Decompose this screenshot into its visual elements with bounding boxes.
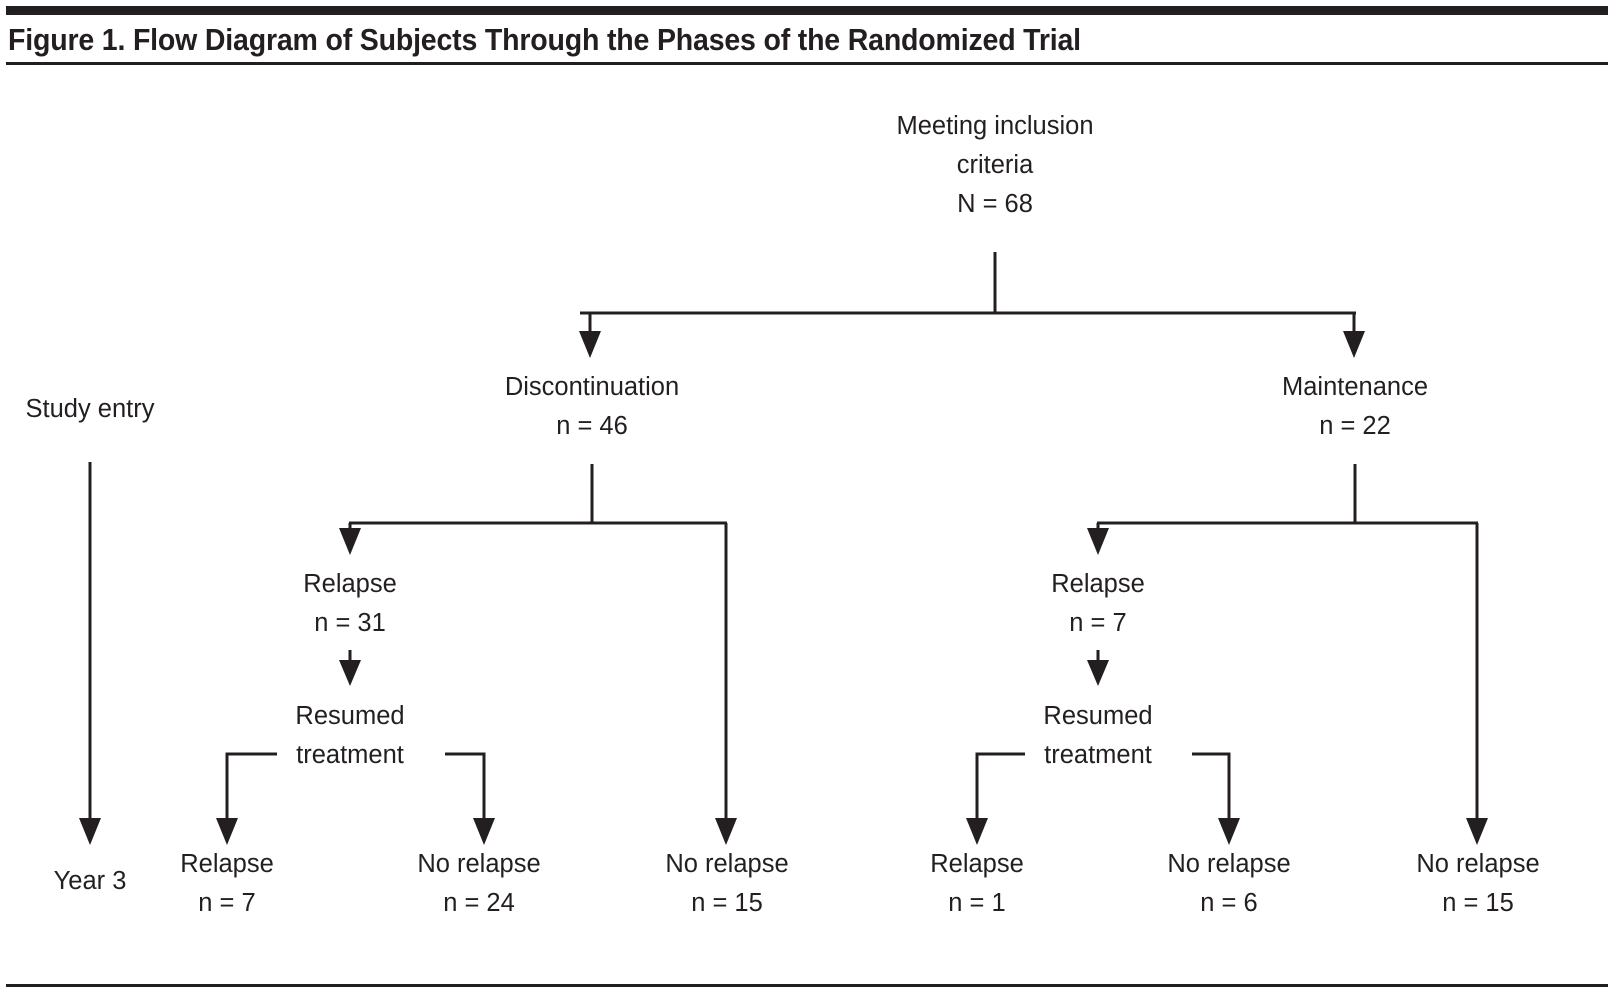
edge-maint-relapse-to-resumed xyxy=(1087,650,1109,686)
node-outcome-1: Relapse n = 7 xyxy=(180,850,274,917)
timeline-top-label: Study entry xyxy=(26,395,155,423)
node-outcome-4: Relapse n = 1 xyxy=(930,850,1024,917)
edge-disc-resumed-right-bracket xyxy=(445,752,486,818)
outcome-row: Relapse n = 7 No relapse n = 24 No relap… xyxy=(180,850,1539,917)
edge-disc-resumed-left-bracket xyxy=(225,752,277,818)
figure-title: Figure 1. Flow Diagram of Subjects Throu… xyxy=(8,22,1081,57)
edge-maint-resumed-left-bracket xyxy=(975,752,1025,818)
node-out5-line1: No relapse xyxy=(1167,850,1290,878)
edge-maint-split xyxy=(1087,464,1488,845)
node-out2-line1: No relapse xyxy=(417,850,540,878)
node-maint-resumed: Resumed treatment xyxy=(1043,702,1152,769)
node-disc-relapse: Relapse n = 31 xyxy=(303,570,397,637)
edge-maint-to-relapse-arrowhead xyxy=(1087,528,1109,555)
top-rule xyxy=(6,6,1608,15)
edge-disc-to-relapse-arrowhead xyxy=(339,528,361,555)
node-disc-resumed-line2: treatment xyxy=(296,741,404,769)
edge-disc-split xyxy=(339,464,737,845)
timeline-arrowhead xyxy=(79,818,101,845)
edge-disc-resumed-right-arrowhead xyxy=(473,818,495,845)
node-maintenance: Maintenance n = 22 xyxy=(1282,373,1428,440)
node-out4-line1: Relapse xyxy=(930,850,1024,878)
node-maint-resumed-line1: Resumed xyxy=(1043,702,1152,730)
node-maint-relapse-line2: n = 7 xyxy=(1069,609,1126,637)
node-out1-line2: n = 7 xyxy=(198,889,255,917)
node-disc-relapse-line2: n = 31 xyxy=(314,609,386,637)
node-disc-line1: Discontinuation xyxy=(505,373,679,401)
node-disc-line2: n = 46 xyxy=(556,412,628,440)
node-root-line2: criteria xyxy=(957,151,1034,179)
timeline-bottom-label: Year 3 xyxy=(54,867,127,895)
node-root-line3: N = 68 xyxy=(957,190,1033,218)
edge-root-split xyxy=(579,252,1365,358)
edge-root-to-disc-arrowhead xyxy=(579,331,601,358)
bottom-rule xyxy=(6,984,1608,987)
node-outcome-3: No relapse n = 15 xyxy=(665,850,788,917)
node-maint-relapse-line1: Relapse xyxy=(1051,570,1145,598)
edge-disc-to-norelapse-arrowhead xyxy=(715,818,737,845)
node-root: Meeting inclusion criteria N = 68 xyxy=(896,112,1093,218)
node-out6-line2: n = 15 xyxy=(1442,889,1514,917)
node-maint-line1: Maintenance xyxy=(1282,373,1428,401)
edge-disc-resumed-arrowhead xyxy=(339,660,361,686)
node-outcome-2: No relapse n = 24 xyxy=(417,850,540,917)
edge-disc-relapse-to-resumed xyxy=(339,650,361,686)
study-timeline: Study entry Year 3 xyxy=(26,395,155,895)
node-disc-relapse-line1: Relapse xyxy=(303,570,397,598)
node-out2-line2: n = 24 xyxy=(443,889,515,917)
edge-disc-resumed-left-arrowhead xyxy=(216,818,238,845)
node-discontinuation: Discontinuation n = 46 xyxy=(505,373,679,440)
node-outcome-5: No relapse n = 6 xyxy=(1167,850,1290,917)
edge-maint-resumed-right-arrowhead xyxy=(1218,818,1240,845)
node-out4-line2: n = 1 xyxy=(948,889,1005,917)
edge-maint-resumed-left-arrowhead xyxy=(966,818,988,845)
edge-root-to-maint-arrowhead xyxy=(1343,331,1365,358)
node-disc-resumed-line1: Resumed xyxy=(295,702,404,730)
node-maint-relapse: Relapse n = 7 xyxy=(1051,570,1145,637)
node-maint-line2: n = 22 xyxy=(1319,412,1391,440)
node-out3-line2: n = 15 xyxy=(691,889,763,917)
node-out5-line2: n = 6 xyxy=(1200,889,1257,917)
node-disc-resumed: Resumed treatment xyxy=(295,702,404,769)
edge-maint-resumed-right-bracket xyxy=(1192,752,1231,818)
node-outcome-6: No relapse n = 15 xyxy=(1416,850,1539,917)
node-out6-line1: No relapse xyxy=(1416,850,1539,878)
edge-disc-resumed-split xyxy=(216,752,495,845)
edge-maint-to-norelapse-arrowhead xyxy=(1466,818,1488,845)
node-maint-resumed-line2: treatment xyxy=(1044,741,1152,769)
title-underline-rule xyxy=(6,62,1608,65)
edge-maint-resumed-arrowhead xyxy=(1087,660,1109,686)
node-out1-line1: Relapse xyxy=(180,850,274,878)
edge-maint-resumed-split xyxy=(966,752,1240,845)
node-root-line1: Meeting inclusion xyxy=(896,112,1093,140)
node-out3-line1: No relapse xyxy=(665,850,788,878)
